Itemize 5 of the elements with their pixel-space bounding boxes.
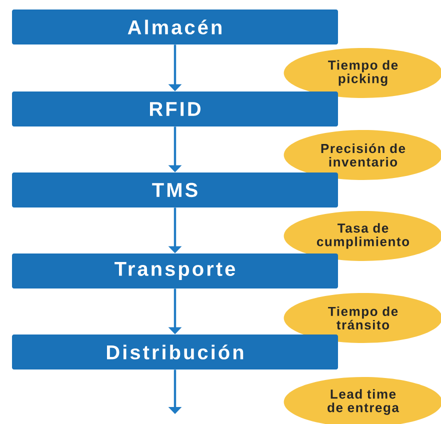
process-box: Distribución [12, 334, 338, 370]
process-box: Transporte [12, 254, 338, 288]
process-box: RFID [12, 92, 338, 126]
process-box: TMS [12, 172, 338, 208]
process-box: Almacén [12, 10, 338, 44]
